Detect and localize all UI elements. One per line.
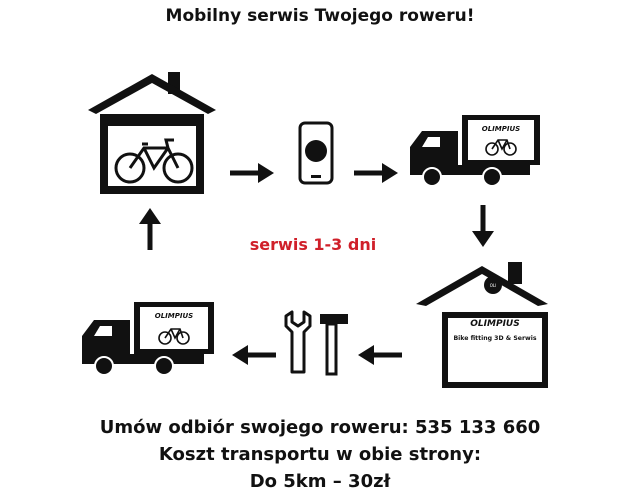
house-logo: OLIMPIUS bbox=[470, 319, 519, 329]
arrow-up-icon bbox=[139, 208, 161, 250]
garage-bike-icon bbox=[88, 72, 216, 194]
pickup-phone-text: Umów odbiór swojego roweru: 535 133 660 bbox=[99, 417, 541, 438]
arrow-left-icon bbox=[232, 345, 276, 365]
house-tagline: Bike fitting 3D & Serwis bbox=[453, 335, 536, 342]
delivery-truck-icon: OLIMPIUS bbox=[410, 115, 540, 187]
arrow-right-icon bbox=[230, 163, 274, 183]
badge-logo: OLI bbox=[490, 283, 497, 288]
service-duration-label: serwis 1-3 dni bbox=[249, 235, 377, 254]
page-title: Mobilny serwis Twojego roweru! bbox=[165, 6, 475, 26]
arrow-right-icon bbox=[354, 163, 398, 183]
tools-icon bbox=[284, 310, 348, 376]
transport-cost-line: Do 5km – 30zł bbox=[249, 471, 391, 492]
arrow-down-icon bbox=[472, 205, 494, 247]
truck-logo: OLIMPIUS bbox=[155, 312, 193, 320]
service-house-icon: OLI OLIMPIUS Bike fitting 3D & Serwis bbox=[416, 262, 548, 388]
truck-logo: OLIMPIUS bbox=[482, 125, 520, 133]
arrow-left-icon bbox=[358, 345, 402, 365]
delivery-truck-icon: OLIMPIUS bbox=[82, 302, 214, 376]
transport-cost-heading: Koszt transportu w obie strony: bbox=[158, 444, 482, 465]
phone-icon bbox=[298, 121, 334, 185]
